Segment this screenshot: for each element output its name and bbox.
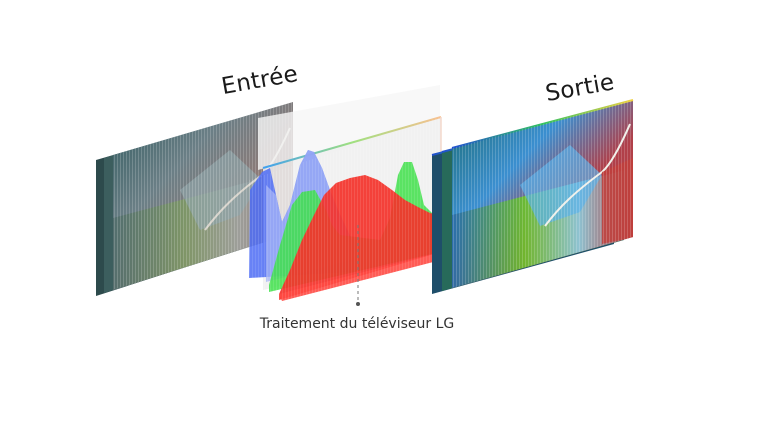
processing-panel [249, 85, 442, 306]
panel-rim [262, 116, 442, 169]
processing-caption-text: Traitement du téléviseur LG [259, 316, 455, 332]
output-frame-stack [431, 99, 634, 294]
input-frame-stack [96, 102, 293, 296]
leader-dot [356, 302, 360, 306]
input-frame-front [113, 102, 293, 290]
output-frame-front [451, 99, 634, 288]
processing-caption: Traitement du téléviseur LG [0, 316, 768, 332]
